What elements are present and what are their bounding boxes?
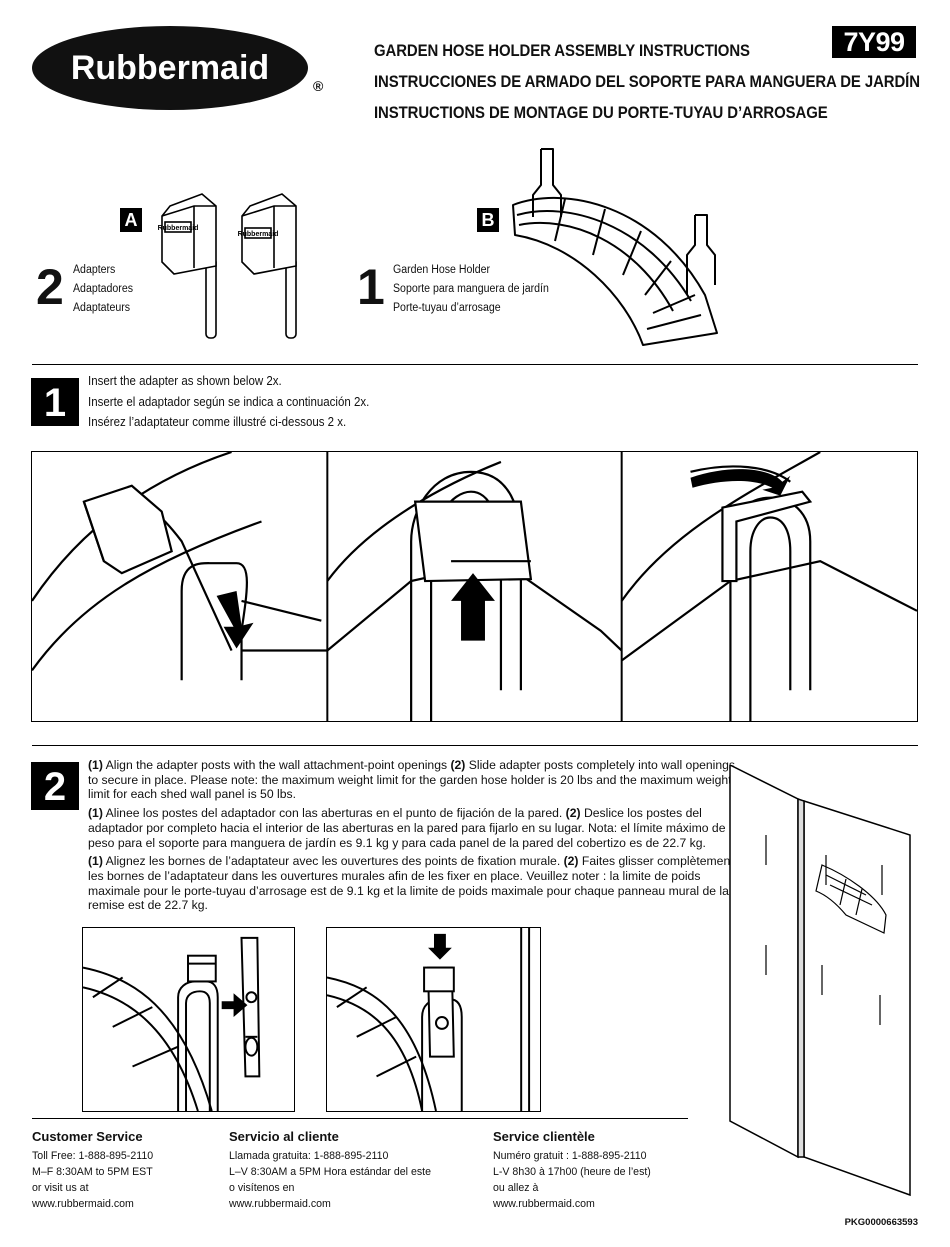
part-a-letter: A — [120, 208, 142, 232]
adapter-a-brand: Rubbermaid — [158, 225, 199, 232]
step-2-text-en: (1) Align the adapter posts with the wal… — [88, 758, 736, 802]
step-2-text-fr: (1) Alignez les bornes de l’adaptateur a… — [88, 854, 734, 913]
customer-service-heading: Customer Service — [32, 1129, 143, 1144]
part-b-labels: Garden Hose Holder Soporte para manguera… — [393, 261, 562, 318]
hose-holder-illustration — [512, 148, 718, 346]
step-1-text-en: Insert the adapter as shown below 2x. — [88, 374, 282, 388]
logo-wordmark: Rubbermaid — [71, 49, 269, 87]
title-french: INSTRUCTIONS DE MONTAGE DU PORTE-TUYAU D… — [374, 103, 828, 122]
hours-line: L–V 8:30AM a 5PM Hora estándar del este — [229, 1166, 431, 1178]
adapter-illustration: Rubbermaid Rubbermaid — [158, 193, 297, 339]
rubbermaid-logo: Rubbermaid — [31, 25, 309, 111]
step-2-diagram-align — [82, 927, 295, 1112]
registered-mark: ® — [313, 78, 324, 94]
divider-steps — [32, 745, 918, 746]
part-b-label-es: Soporte para manguera de jardín — [393, 283, 549, 295]
part-b-quantity: 1 — [357, 259, 385, 315]
shed-wall-illustration — [729, 765, 911, 1197]
step-2-diagram-slide — [326, 927, 541, 1112]
step-1-text-es: Inserte el adaptador según se indica a c… — [88, 394, 370, 409]
phone-line: Toll Free: 1-888-895-2110 — [32, 1150, 154, 1162]
divider-parts — [32, 364, 918, 365]
part-a-label-fr: Adaptateurs — [73, 302, 131, 314]
customer-service-heading: Servicio al cliente — [229, 1129, 339, 1144]
part-a-labels: Adapters Adaptadores Adaptateurs — [73, 261, 138, 318]
step-2-badge: 2 — [31, 762, 79, 810]
part-b-label-en: Garden Hose Holder — [393, 264, 491, 276]
package-code: PKG0000663593 — [844, 1217, 918, 1228]
hours-line: L-V 8h30 à 17h00 (heure de l’est) — [493, 1166, 651, 1178]
step-1-badge: 1 — [31, 378, 79, 426]
hours-line: M–F 8:30AM to 5PM EST — [32, 1166, 153, 1178]
visit-line: ou allez à — [493, 1182, 539, 1194]
step-1-text-fr: Insérez l’adaptateur comme illustré ci-d… — [88, 415, 347, 429]
step-1-instructions: Insert the adapter as shown below 2x. In… — [88, 371, 394, 433]
customer-service-es: Servicio al cliente Llamada gratuita: 1-… — [229, 1128, 459, 1212]
website-link[interactable]: www.rubbermaid.com — [229, 1198, 331, 1210]
website-link[interactable]: www.rubbermaid.com — [32, 1198, 134, 1210]
title-english: GARDEN HOSE HOLDER ASSEMBLY INSTRUCTIONS — [374, 41, 750, 60]
visit-line: o visítenos en — [229, 1182, 295, 1194]
visit-line: or visit us at — [32, 1182, 89, 1194]
customer-service-en: Customer Service Toll Free: 1-888-895-21… — [32, 1128, 262, 1212]
part-b-label-fr: Porte-tuyau d’arrosage — [393, 302, 501, 314]
adapter-b-brand: Rubbermaid — [238, 231, 279, 238]
website-link[interactable]: www.rubbermaid.com — [493, 1198, 595, 1210]
model-code-badge: 7Y99 — [832, 26, 916, 58]
title-spanish: INSTRUCCIONES DE ARMADO DEL SOPORTE PARA… — [374, 72, 920, 91]
step-2-instructions: (1) Align the adapter posts with the wal… — [88, 758, 748, 917]
customer-service-fr: Service clientèle Numéro gratuit : 1-888… — [493, 1128, 723, 1212]
phone-line: Numéro gratuit : 1-888-895-2110 — [493, 1150, 647, 1162]
part-a-quantity: 2 — [36, 259, 64, 315]
part-b-letter: B — [477, 208, 499, 232]
step-1-diagram — [31, 451, 918, 722]
part-a-label-es: Adaptadores — [73, 283, 134, 295]
part-a-label-en: Adapters — [73, 264, 116, 276]
divider-footer — [32, 1118, 688, 1119]
phone-line: Llamada gratuita: 1-888-895-2110 — [229, 1150, 389, 1162]
document-titles: GARDEN HOSE HOLDER ASSEMBLY INSTRUCTIONS… — [374, 35, 934, 128]
step-2-text-es: (1) Alinee los postes del adaptador con … — [88, 806, 726, 850]
customer-service-heading: Service clientèle — [493, 1129, 595, 1144]
